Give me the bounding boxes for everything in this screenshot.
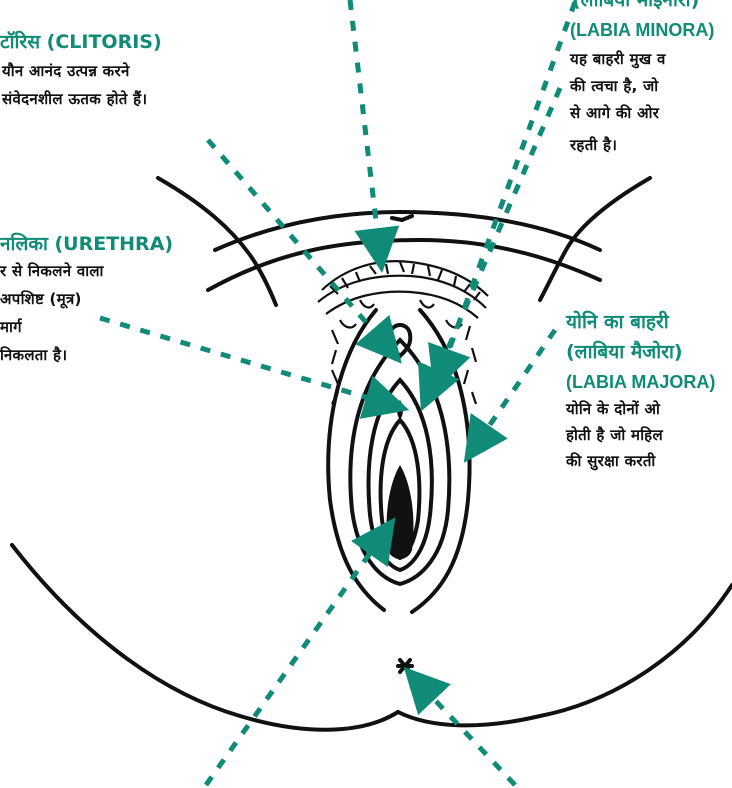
outer-labia-left [328, 310, 384, 610]
arrow-vagina [206, 532, 385, 785]
arrow-clitoris [208, 140, 390, 350]
urethra-desc-line-2: अपशिष्ट (मूत्र) [0, 288, 82, 310]
thigh-right [398, 585, 732, 725]
urethral-opening [397, 400, 403, 420]
urethra-desc-line-1: र से निकलने वाला [0, 260, 104, 282]
urethra-desc-line-3: मार्ग [0, 316, 22, 338]
vaginal-opening [387, 465, 414, 559]
arrow-top-center [350, 0, 380, 255]
hip-curve-right [540, 178, 650, 300]
labia-majora-desc-line-2: होती है जो महिल [566, 424, 663, 446]
labia-majora-desc-line-3: की सुरक्षा करती [566, 450, 656, 472]
clitoris-title: टॉरिस (CLITORIS) [0, 30, 162, 54]
labia-minora-title-hi: (लाबिया माइनोरा) [572, 0, 699, 12]
labia-minora-desc-line-3: से आगे की ओर [570, 102, 659, 124]
labia-minora-desc-line-4: रहती है। [570, 134, 617, 156]
urethra-title: नलिका (URETHRA) [0, 232, 173, 256]
outer-labia-right [412, 310, 470, 612]
labia-minora-desc-line-1: यह बाहरी मुख व [570, 48, 666, 70]
anus-mark [398, 660, 412, 672]
arrow-labia-majora [474, 330, 555, 448]
labia-majora-desc-line-1: योनि के दोनों ओ [566, 398, 660, 420]
urethra-desc-line-4: निकलता है। [0, 344, 67, 366]
thigh-left [12, 545, 398, 730]
navel-mark [392, 216, 412, 220]
labia-majora-title-hi: योनि का बाहरी [566, 310, 669, 334]
labia-minora-title-en: (LABIA MINORA) [570, 18, 714, 42]
clitoris-desc-line-1: यौन आनंद उत्पन्न करने [2, 60, 130, 82]
labia-majora-title-en: (LABIA MAJORA) [566, 370, 715, 394]
labia-majora-title-hi-2: (लाबिया मैजोरा) [566, 340, 683, 364]
clitoris-desc-line-2: संवेदनशील ऊतक होते हैं। [2, 88, 147, 110]
arrow-anus [416, 680, 515, 785]
arrow-labia-minora-upper [440, 2, 575, 375]
labia-minora-desc-line-2: की त्वचा है, जो [570, 75, 658, 97]
